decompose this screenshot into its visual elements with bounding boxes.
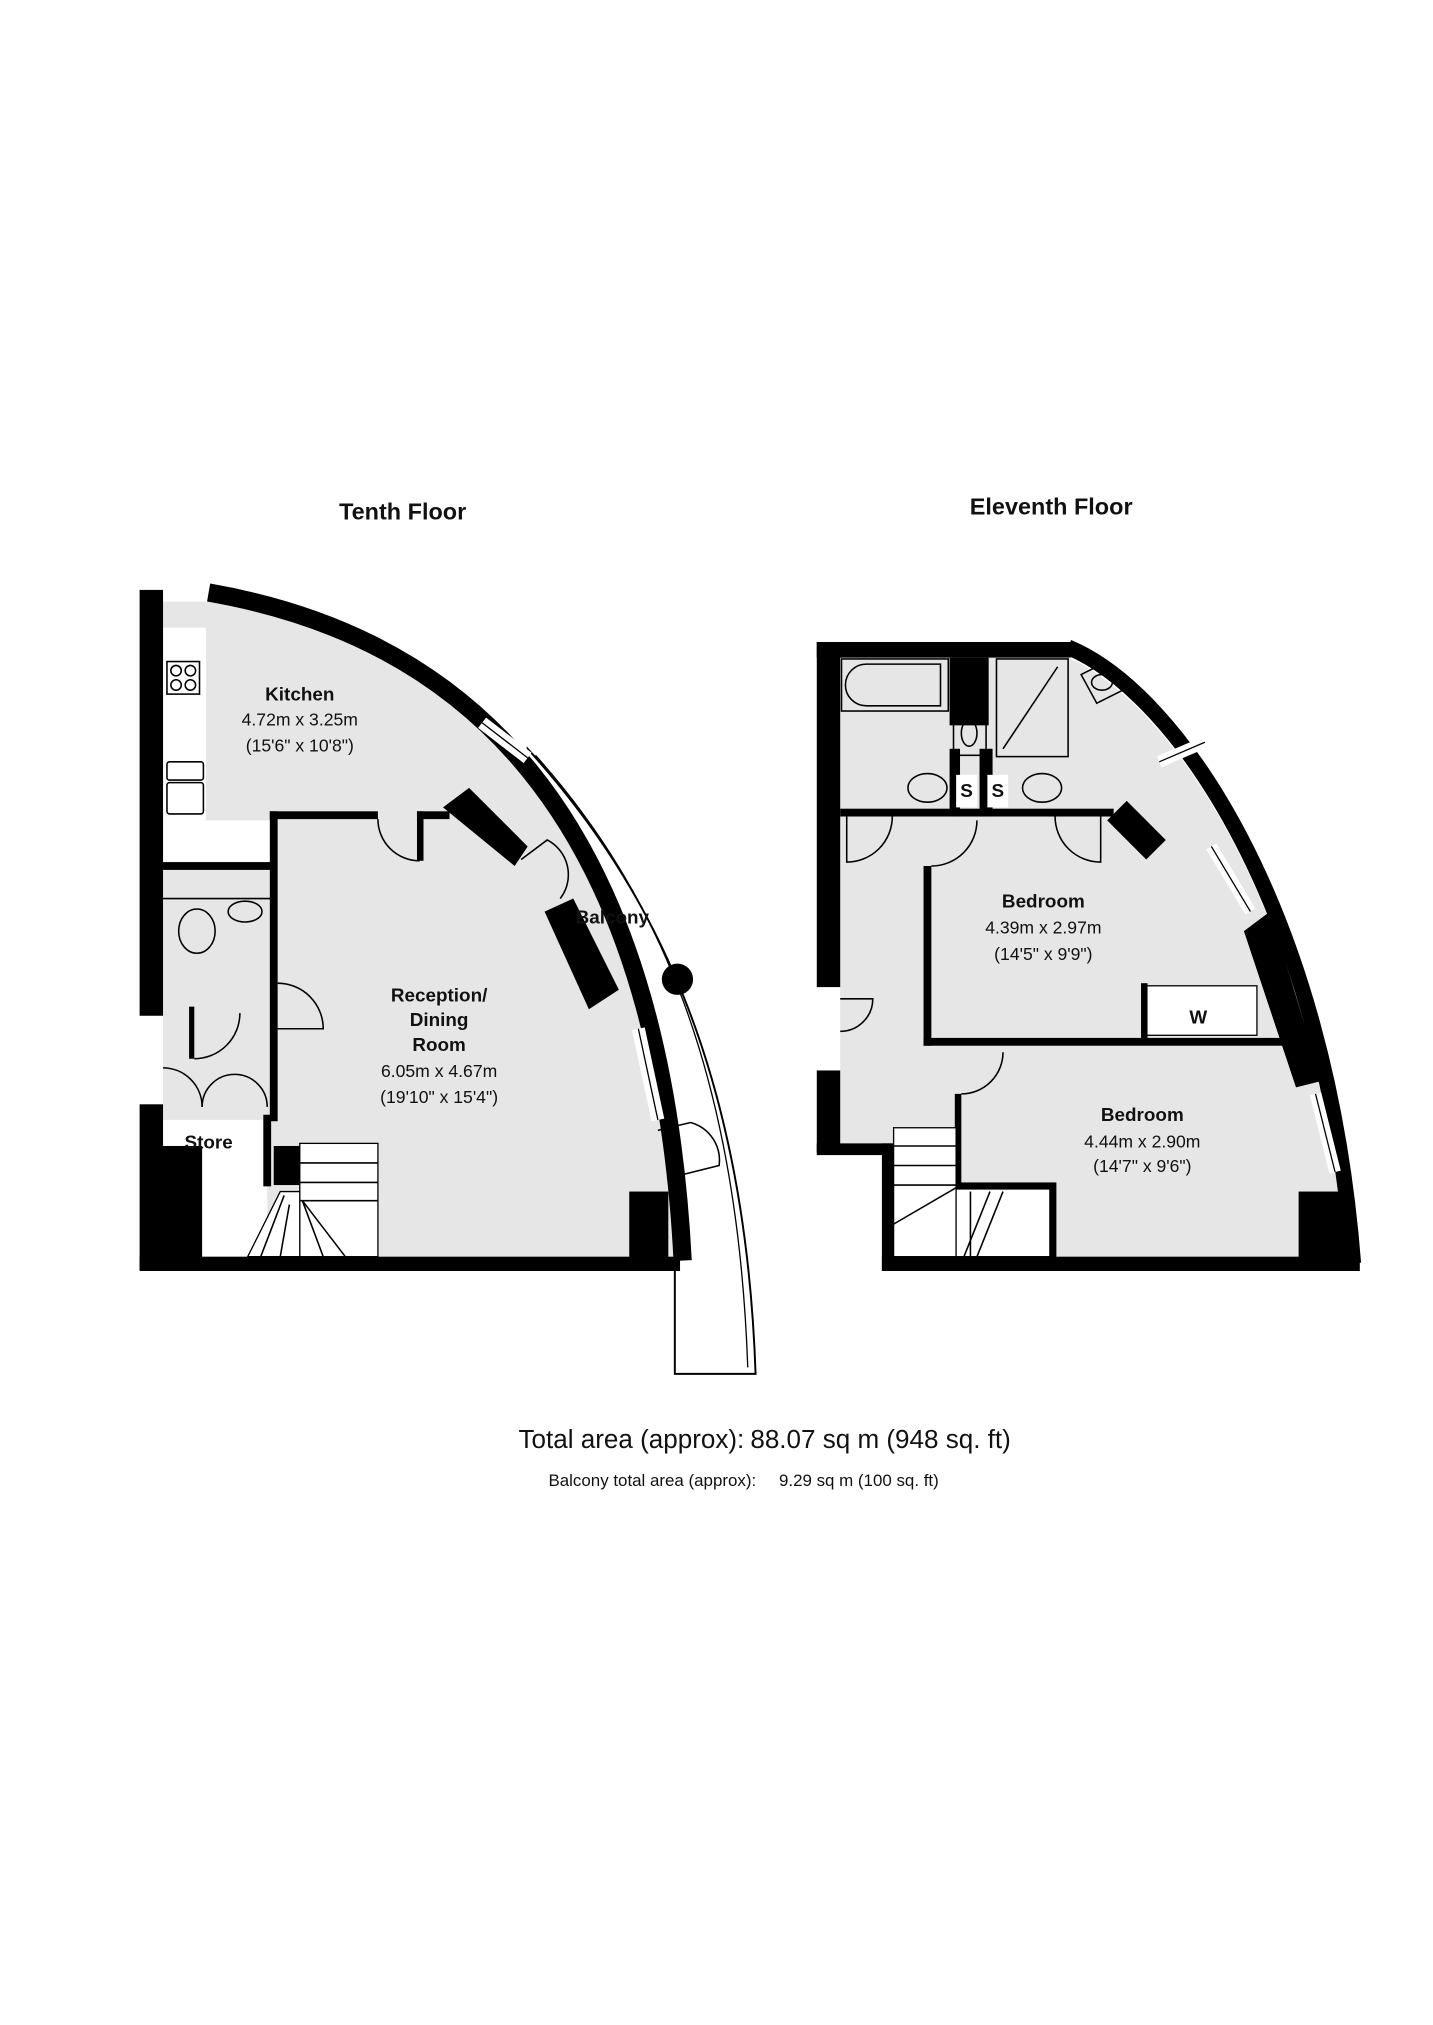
svg-text:4.44m x 2.90m: 4.44m x 2.90m [1084,1131,1200,1151]
reception-label: Reception/ Dining Room 6.05m x 4.67m (19… [380,985,498,1107]
eleventh-floor-plan: Eleventh Floor [816,493,1362,1271]
balcony-area-label: Balcony total area (approx): [549,1471,757,1490]
sink-icon [166,761,205,815]
svg-text:(14'5" x 9'9"): (14'5" x 9'9") [994,944,1092,964]
column-icon [661,963,694,995]
bedroom-1-label: Bedroom 4.39m x 2.97m (14'5" x 9'9") [985,892,1101,964]
svg-text:6.05m x 4.67m: 6.05m x 4.67m [381,1061,497,1081]
soil-stack-label: S [991,781,1004,802]
toilet-icon [907,772,1063,803]
svg-text:4.72m x 3.25m: 4.72m x 3.25m [242,709,358,729]
tenth-floor-interior [163,601,675,1257]
eleventh-floor-title: Eleventh Floor [970,493,1133,519]
svg-text:Dining: Dining [410,1010,469,1031]
tenth-floor-plan: Tenth Floor [139,499,757,1375]
hob-icon [166,660,201,695]
svg-text:Bedroom: Bedroom [1101,1105,1184,1126]
svg-text:Reception/: Reception/ [391,985,488,1006]
basin-icon [952,660,1124,757]
total-area-value: 88.07 sq m (948 sq. ft) [750,1424,1010,1454]
bath-icon [840,658,950,712]
tenth-floor-title: Tenth Floor [339,499,466,525]
balcony-area-value: 9.29 sq m (100 sq. ft) [779,1471,939,1490]
svg-text:4.39m x 2.97m: 4.39m x 2.97m [985,918,1101,938]
total-area-label: Total area (approx): [519,1424,745,1454]
toilet-icon [177,908,216,955]
staircase [246,1142,379,1258]
svg-text:(19'10" x 15'4"): (19'10" x 15'4") [380,1087,498,1107]
svg-text:(14'7" x 9'6"): (14'7" x 9'6") [1093,1156,1191,1176]
kitchen-label: Kitchen 4.72m x 3.25m (15'6" x 10'8") [242,685,358,756]
wardrobe-label: W [1189,1008,1207,1029]
bedroom-2-label: Bedroom 4.44m x 2.90m (14'7" x 9'6") [1084,1105,1200,1176]
svg-text:(15'6" x 10'8"): (15'6" x 10'8") [246,735,354,755]
staircase [892,1127,1051,1258]
soil-stack-label: S [960,781,973,802]
basin-icon [227,900,263,923]
svg-text:Kitchen: Kitchen [265,685,334,706]
svg-text:Bedroom: Bedroom [1002,892,1085,913]
area-totals: Total area (approx): 88.07 sq m (948 sq.… [519,1424,1011,1490]
store-label: Store [184,1133,232,1154]
svg-text:Room: Room [412,1035,465,1056]
balcony-label: Balcony [576,907,650,928]
shower-icon [995,658,1069,758]
